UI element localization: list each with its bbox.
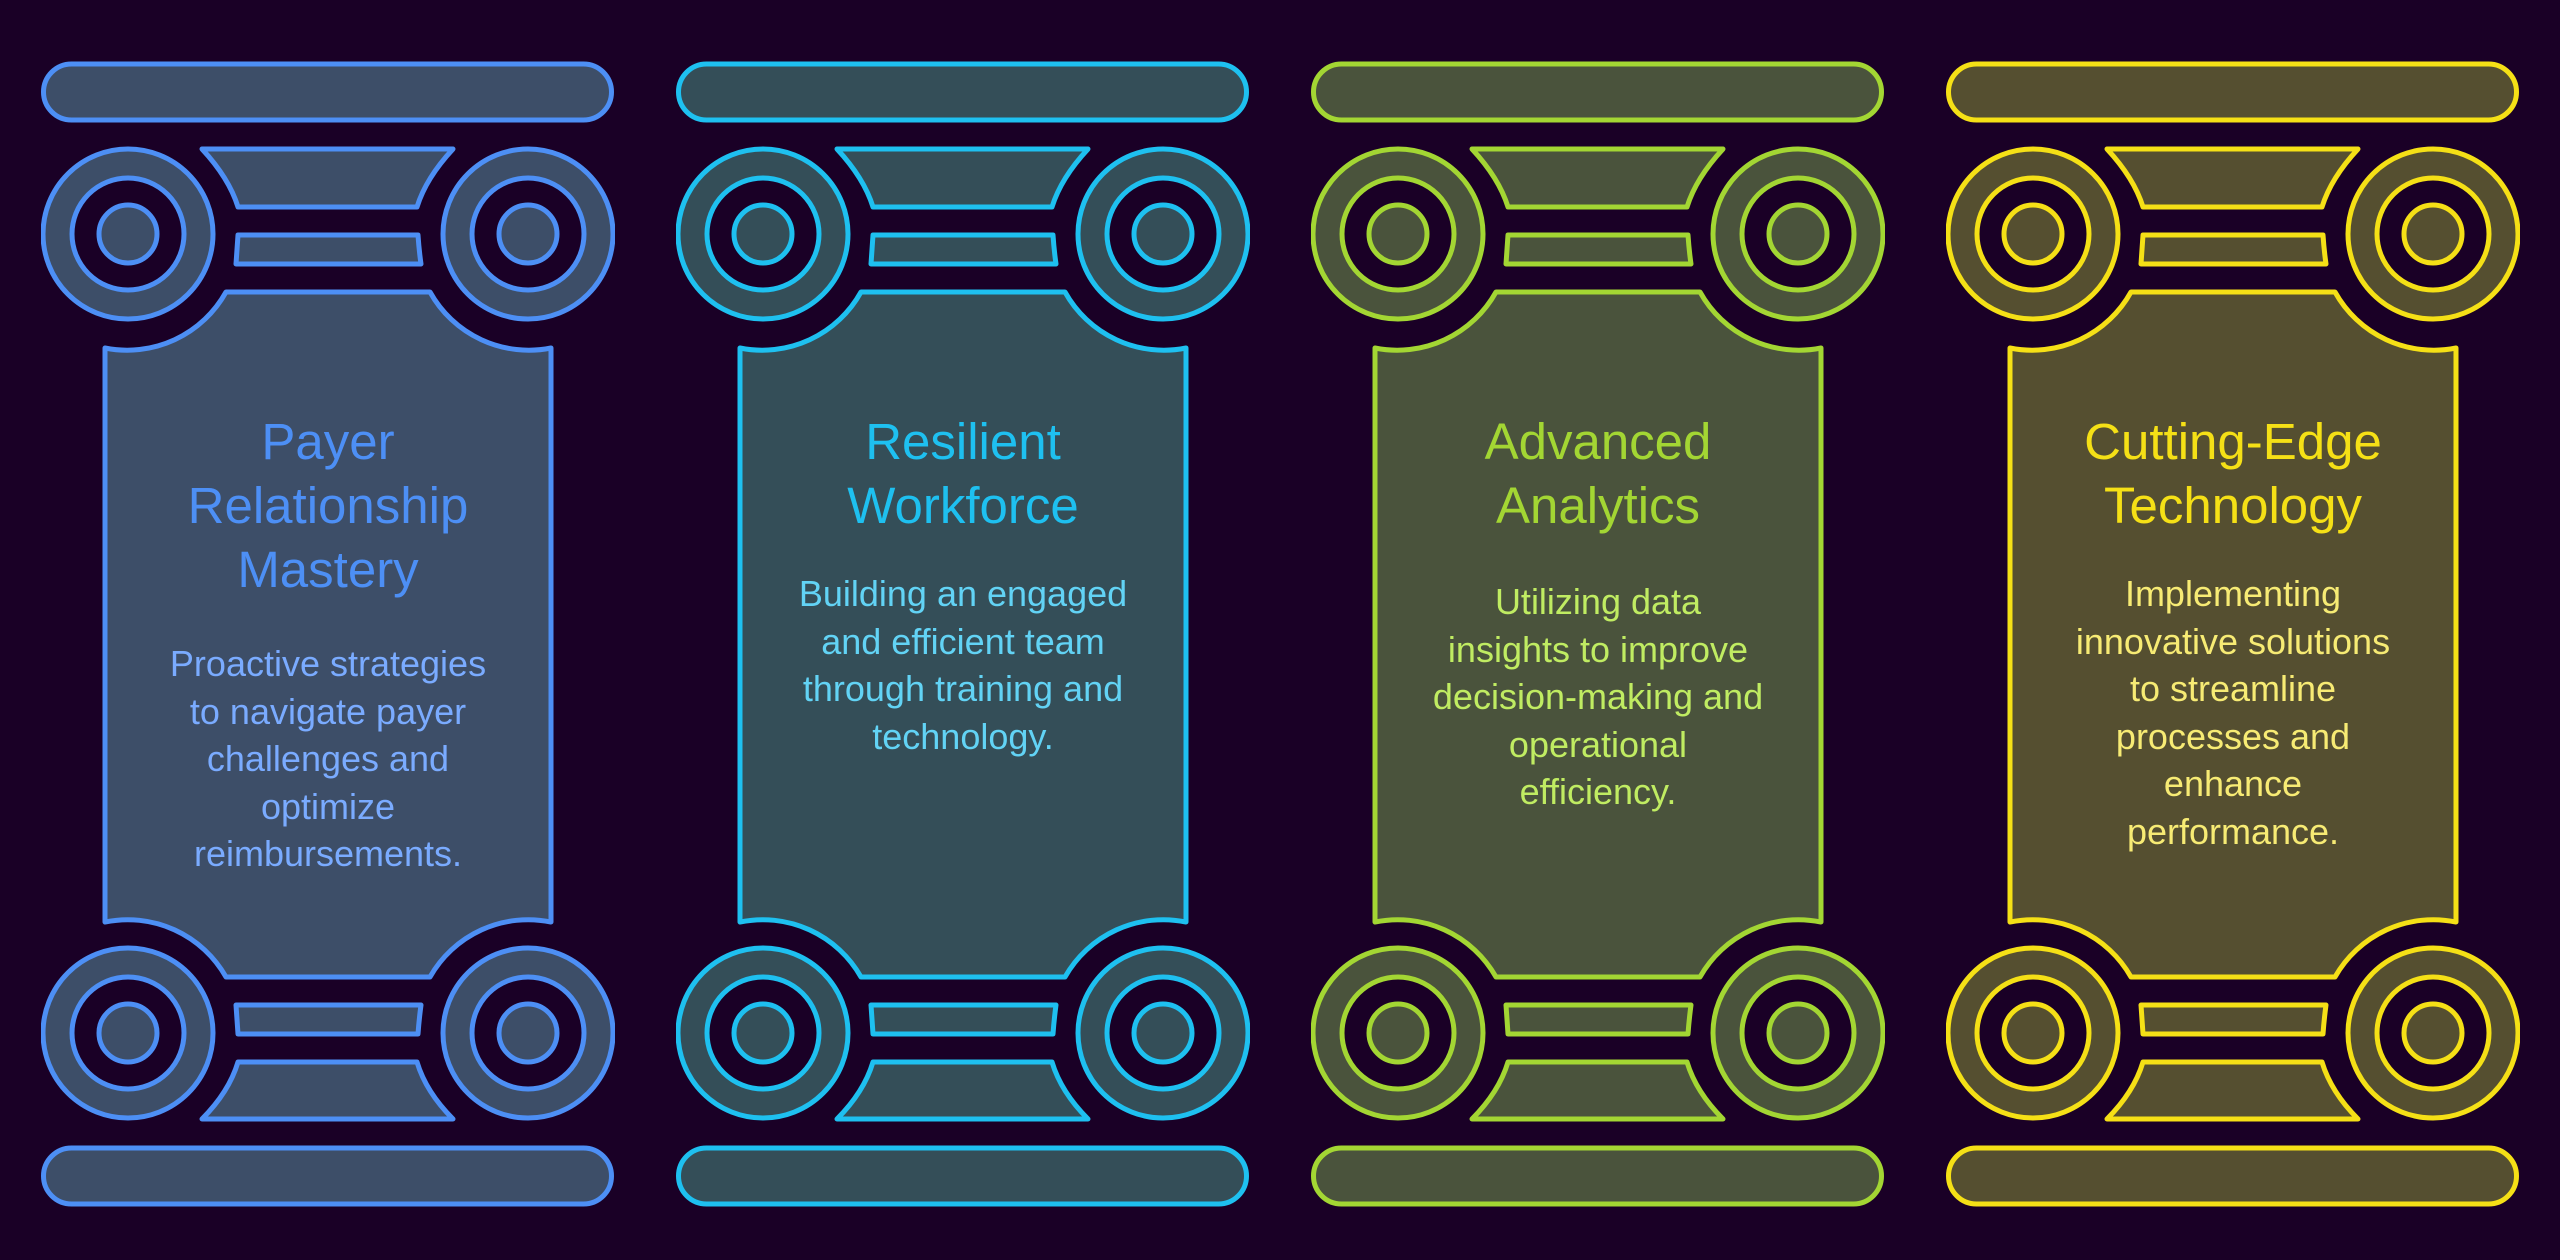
top-echinus <box>199 146 456 210</box>
pillar-payer-relationship: Payer Relationship Mastery Proactive str… <box>41 0 615 1260</box>
pillar-shaft <box>2007 289 2459 980</box>
pillar-description: Building an engaged and efficient team t… <box>798 573 1128 757</box>
pillar-title: Cutting-Edge Technology <box>2084 413 2382 534</box>
pillar-description: Proactive strategies to navigate payer c… <box>169 643 487 874</box>
pillar-text: Payer Relationship Mastery Proactive str… <box>121 410 535 878</box>
pillar-shaft <box>737 289 1189 980</box>
bottom-plinth <box>2104 1059 2361 1122</box>
top-band <box>2138 232 2329 267</box>
bottom-left-volute-icon <box>1311 945 1486 1121</box>
bottom-base-bar <box>676 1145 1249 1207</box>
ionic-column-icon <box>676 61 1250 1207</box>
pillar-resilient-workforce: Resilient Workforce Building an engaged … <box>676 0 1250 1260</box>
top-left-volute-icon <box>41 146 216 322</box>
top-right-volute-icon <box>2345 146 2520 322</box>
top-right-volute-icon <box>1075 146 1250 322</box>
bottom-plinth <box>1469 1059 1726 1122</box>
bottom-left-volute-icon <box>1946 945 2121 1121</box>
pillar-title: Payer Relationship Mastery <box>187 413 469 598</box>
pillar-description: Utilizing data insights to improve decis… <box>1432 581 1764 812</box>
bottom-left-volute-icon <box>41 945 216 1121</box>
bottom-right-volute-icon <box>1710 945 1885 1121</box>
pillar-cutting-edge-technology: Cutting-Edge Technology Implementing inn… <box>1946 0 2520 1260</box>
bottom-band <box>2138 1002 2329 1037</box>
bottom-base-bar <box>41 1145 614 1207</box>
top-left-volute-icon <box>1946 146 2121 322</box>
bottom-right-volute-icon <box>440 945 615 1121</box>
top-right-volute-icon <box>440 146 615 322</box>
pillar-description: Implementing innovative solutions to str… <box>2075 573 2391 852</box>
bottom-plinth <box>199 1059 456 1122</box>
pillar-text: Cutting-Edge Technology Implementing inn… <box>2026 410 2440 855</box>
bottom-band <box>868 1002 1059 1037</box>
top-band <box>1503 232 1694 267</box>
pillar-advanced-analytics: Advanced Analytics Utilizing data insigh… <box>1311 0 1885 1260</box>
bottom-band <box>1503 1002 1694 1037</box>
top-band <box>233 232 424 267</box>
top-abacus-bar <box>41 61 614 123</box>
ionic-column-icon <box>41 61 615 1207</box>
top-abacus-bar <box>1311 61 1884 123</box>
bottom-right-volute-icon <box>2345 945 2520 1121</box>
bottom-plinth <box>834 1059 1091 1122</box>
top-echinus <box>2104 146 2361 210</box>
bottom-left-volute-icon <box>676 945 851 1121</box>
pillar-text: Resilient Workforce Building an engaged … <box>756 410 1170 760</box>
top-band <box>868 232 1059 267</box>
pillar-title: Advanced Analytics <box>1484 413 1712 534</box>
ionic-column-icon <box>1946 61 2520 1207</box>
top-echinus <box>834 146 1091 210</box>
pillar-text: Advanced Analytics Utilizing data insigh… <box>1391 410 1805 816</box>
top-right-volute-icon <box>1710 146 1885 322</box>
pillar-shaft <box>102 289 554 980</box>
bottom-base-bar <box>1946 1145 2519 1207</box>
top-abacus-bar <box>1946 61 2519 123</box>
top-echinus <box>1469 146 1726 210</box>
ionic-column-icon <box>1311 61 1885 1207</box>
bottom-base-bar <box>1311 1145 1884 1207</box>
top-abacus-bar <box>676 61 1249 123</box>
bottom-right-volute-icon <box>1075 945 1250 1121</box>
top-left-volute-icon <box>1311 146 1486 322</box>
top-left-volute-icon <box>676 146 851 322</box>
bottom-band <box>233 1002 424 1037</box>
pillar-title: Resilient Workforce <box>847 413 1079 534</box>
pillar-shaft <box>1372 289 1824 980</box>
